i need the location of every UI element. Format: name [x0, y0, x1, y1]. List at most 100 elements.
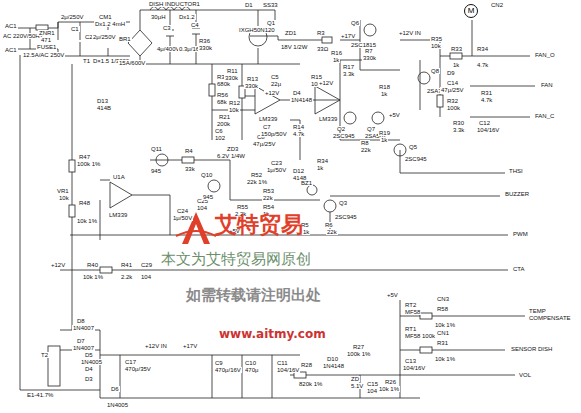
motor-circle: M	[464, 4, 478, 18]
component-label: BUZZER	[504, 191, 530, 197]
component-label: R36	[198, 38, 211, 44]
component-label: +5V	[388, 112, 401, 118]
component-label: C1	[70, 26, 80, 32]
bridge-rectifier	[128, 30, 152, 56]
component-label: 1μ/50V	[266, 167, 287, 173]
component-label: 2.2k	[120, 274, 133, 280]
watermark: 如需转载请注明出处	[185, 288, 322, 303]
component-label: D4	[292, 90, 302, 96]
component-label: +12V IN	[144, 343, 168, 349]
component-label: R32	[446, 98, 459, 104]
component-label: 104	[366, 388, 378, 394]
resistor-symbol	[437, 95, 443, 107]
component-label: 945	[150, 168, 162, 174]
component-label: R8	[360, 140, 370, 146]
component-label: C29	[140, 262, 153, 268]
component-label: E1-41.7%	[26, 392, 54, 398]
component-label: 1N4007	[72, 345, 95, 351]
component-label: FAN_O	[534, 52, 556, 58]
component-label: +5V	[386, 292, 399, 298]
component-label: R28	[300, 362, 313, 368]
component-label: R41	[120, 262, 133, 268]
component-label: 2SC945	[334, 214, 358, 220]
component-label: 6.2V 1/4W	[216, 153, 246, 159]
component-label: 100k 1%	[76, 161, 101, 167]
component-label: BR1	[118, 36, 132, 42]
component-label: AC1	[4, 47, 18, 53]
component-label: FAN_C	[534, 113, 555, 119]
component-label: 414B	[96, 105, 112, 111]
component-label: +17V	[340, 33, 356, 39]
feedback-wires	[20, 55, 400, 390]
component-label: FUSE1	[36, 44, 57, 50]
component-label: SENSOR DISH	[510, 346, 553, 352]
watermark: www.aitmy.com	[218, 328, 327, 340]
component-label: D7	[76, 338, 86, 344]
component-label: D1	[244, 2, 254, 8]
resistor-symbol	[450, 53, 462, 59]
component-label: BZ1	[300, 180, 313, 186]
component-label: FAN	[540, 82, 554, 88]
component-label: 680k	[216, 81, 231, 87]
component-label: C3	[162, 25, 172, 31]
component-label: 471	[40, 37, 52, 43]
component-label: 1N4005	[80, 359, 103, 365]
watermark: 本文为艾特贸易网原创	[160, 252, 312, 267]
component-label: +12V	[318, 80, 334, 86]
component-label: 1N4005	[106, 402, 129, 408]
component-label: 4μ/400V	[156, 46, 180, 52]
component-label: C13	[404, 358, 417, 364]
component-label: C12	[478, 120, 491, 126]
component-label: LM339	[258, 116, 278, 122]
component-label: R26	[384, 379, 397, 385]
component-label: R40	[86, 262, 99, 268]
component-label: Q5	[408, 144, 418, 150]
component-label: R34	[316, 158, 329, 164]
component-label: C7	[262, 124, 272, 130]
buzzer-symbol	[307, 185, 317, 195]
component-label: R4	[184, 148, 194, 154]
component-label: 3.3k	[342, 71, 355, 77]
component-label: 104	[196, 205, 208, 211]
transistor-q10	[208, 180, 220, 192]
component-label: R33	[450, 46, 463, 52]
comparator-symbol	[315, 86, 340, 114]
component-label: 820k 1%	[298, 381, 323, 387]
component-label: U1A	[112, 174, 126, 180]
component-label: 200k	[216, 121, 231, 127]
component-label: R55	[236, 204, 249, 210]
component-label: D8	[76, 318, 86, 324]
component-label: R48	[78, 200, 91, 206]
component-label: 10k 1%	[378, 386, 400, 392]
component-label: 1μ/50V	[172, 215, 193, 221]
component-label: R53	[262, 188, 275, 194]
component-label: +12V	[264, 90, 280, 96]
component-label: 10k 1%	[434, 322, 456, 328]
component-label: 104	[140, 274, 152, 280]
resistor-symbol	[182, 157, 194, 163]
component-label: R18	[378, 84, 391, 90]
dc-bus	[140, 10, 300, 64]
component-label: Q8	[430, 68, 440, 74]
component-label: 3.3k	[452, 127, 465, 133]
component-label: 100k 1%	[346, 351, 371, 357]
component-label: THSI	[508, 168, 524, 174]
component-label: ZD	[350, 376, 360, 382]
component-label: 470μ	[244, 367, 259, 373]
component-label: D5	[84, 352, 94, 358]
component-label: 22k	[326, 229, 338, 235]
component-label: 330k	[362, 55, 377, 61]
component-label: Dx1.2 4mH	[94, 21, 126, 27]
component-label: 4.7k	[480, 97, 493, 103]
component-label: 33Ω	[316, 46, 329, 52]
component-label: 2SC945	[332, 133, 356, 139]
component-label: IXGH50N120	[238, 27, 276, 33]
component-label: 47μ/25V	[252, 141, 276, 147]
component-label: R47	[78, 154, 91, 160]
component-label: Q2	[336, 126, 346, 132]
component-label: Q6	[350, 20, 360, 26]
component-label: 104/16V	[476, 127, 500, 133]
component-label: R6	[324, 222, 334, 228]
component-label: T1	[82, 58, 91, 64]
component-label: C17	[124, 359, 137, 365]
